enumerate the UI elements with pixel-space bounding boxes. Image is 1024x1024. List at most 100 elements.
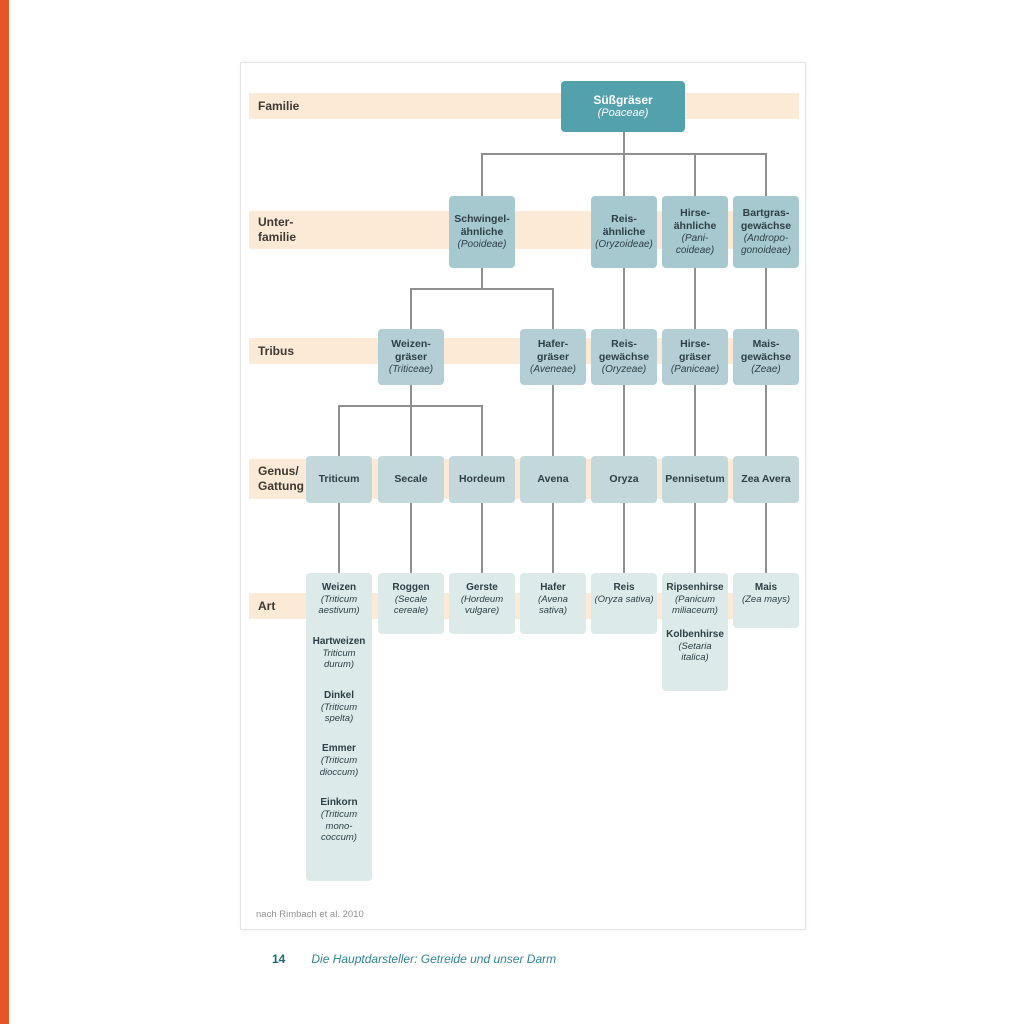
species-name: Hartweizen [312, 635, 366, 647]
connector-line [338, 405, 340, 456]
node-art-hirsen: Ripsenhirse (Panicum miliaceum) Kolbenhi… [662, 573, 728, 691]
node-tribus-paniceae: Hirse-gräser (Paniceae) [662, 329, 728, 385]
node-art-roggen: Roggen (Secale cereale) [378, 573, 444, 634]
accent-stripe [0, 0, 9, 1024]
connector-line [765, 268, 767, 329]
node-tribus-zeae: Mais-gewächse (Zeae) [733, 329, 799, 385]
node-genus-zea: Zea Avera [733, 456, 799, 503]
node-latin: (Pooideae) [457, 238, 507, 250]
species-einkorn: Einkorn (Triticum mono-coccum) [309, 797, 369, 843]
book-page: Familie Unter- familie Tribus Genus/ Gat… [240, 62, 806, 930]
node-art-mais: Mais (Zea mays) [733, 573, 799, 628]
species-reis: Reis (Oryza sativa) [594, 582, 653, 605]
species-latin: (Oryza sativa) [594, 594, 654, 605]
connector-line [338, 503, 340, 573]
species-name: Mais [754, 582, 778, 593]
node-name: Bartgras-gewächse [740, 207, 792, 232]
node-familie-suessgraeser: Süßgräser (Poaceae) [561, 81, 685, 132]
node-name: Reis-ähnliche [602, 213, 646, 238]
node-art-gerste: Gerste (Hordeum vulgare) [449, 573, 515, 634]
connector-line [765, 385, 767, 456]
species-hartweizen: Hartweizen Triticum durum) [309, 636, 369, 671]
species-latin: (Triticum aestivum) [318, 594, 360, 617]
node-name: Mais-gewächse [740, 338, 792, 363]
node-name: Pennisetum [665, 473, 725, 486]
row-label-tribus: Tribus [258, 343, 295, 358]
species-name: Gerste [466, 582, 498, 593]
connector-line [552, 385, 554, 456]
connector-line [694, 385, 696, 456]
species-name: Kolbenhirse [666, 628, 724, 640]
connector-line [552, 503, 554, 573]
node-tribus-triticeae: Weizen-gräser (Triticeae) [378, 329, 444, 385]
running-title: Die Hauptdarsteller: Getreide und unser … [311, 952, 557, 966]
species-mais: Mais (Zea mays) [742, 582, 790, 605]
species-latin: (Setaria italica) [678, 640, 712, 664]
species-name: Weizen [321, 582, 357, 593]
species-gerste: Gerste (Hordeum vulgare) [452, 582, 512, 617]
species-latin: Triticum durum) [322, 647, 356, 671]
node-art-reis: Reis (Oryza sativa) [591, 573, 657, 634]
species-kolbenhirse: Kolbenhirse (Setaria italica) [665, 629, 725, 664]
connector-line [410, 288, 412, 329]
node-name: Hordeum [458, 473, 506, 486]
node-latin: (Oryzeae) [601, 363, 647, 375]
species-name: Roggen [392, 582, 430, 593]
species-latin: (Secale cereale) [393, 594, 429, 617]
connector-line [410, 405, 412, 456]
species-name: Einkorn [320, 797, 358, 809]
species-name: Ripsenhirse [666, 582, 724, 593]
row-label-genus-line1: Genus/ [258, 464, 299, 478]
node-latin: (Paniceae) [670, 363, 720, 375]
page-footer: 14 Die Hauptdarsteller: Getreide und uns… [272, 952, 556, 966]
species-name: Hafer [540, 582, 566, 593]
band-familie: Familie [249, 93, 799, 119]
node-genus-oryza: Oryza [591, 456, 657, 503]
node-latin: (Zeae) [751, 363, 781, 375]
species-name: Dinkel [323, 689, 354, 701]
node-latin: (Triticeae) [388, 363, 434, 375]
node-unterfamilie-panicoideae: Hirse-ähnliche (Pani-coideae) [662, 196, 728, 268]
connector-line [481, 153, 483, 196]
node-tribus-oryzeae: Reis-gewächse (Oryzeae) [591, 329, 657, 385]
species-latin: (Hordeum vulgare) [460, 594, 504, 617]
node-unterfamilie-pooideae: Schwingel-ähnliche (Pooideae) [449, 196, 515, 268]
connector-line [623, 385, 625, 456]
node-genus-avena: Avena [520, 456, 586, 503]
species-ripsenhirse: Ripsenhirse (Panicum miliaceum) [665, 582, 725, 617]
species-roggen: Roggen (Secale cereale) [381, 582, 441, 617]
connector-line [410, 288, 554, 290]
node-name: Reis-gewächse [598, 338, 650, 363]
connector-line [765, 153, 767, 196]
page-number: 14 [272, 952, 286, 966]
species-latin: (Triticum spelta) [320, 701, 358, 724]
row-label-unterfamilie-line1: Unter- [258, 215, 294, 229]
species-weizen: Weizen (Triticum aestivum) [309, 582, 369, 617]
node-unterfamilie-andropogonoideae: Bartgras-gewächse (Andropo-gonoideae) [733, 196, 799, 268]
connector-line [765, 503, 767, 573]
connector-line [410, 503, 412, 573]
row-label-genus-line2: Gattung [258, 479, 304, 493]
connector-line [481, 405, 483, 456]
node-name: Süßgräser [593, 92, 653, 107]
connector-line [623, 132, 625, 153]
species-name: Reis [613, 582, 635, 593]
row-label-unterfamilie-line2: familie [258, 230, 297, 244]
connector-line [623, 268, 625, 329]
node-latin: (Pani-coideae) [675, 232, 715, 256]
row-label-unterfamilie: Unter- familie [249, 215, 296, 245]
node-name: Zea Avera [741, 473, 791, 486]
node-genus-secale: Secale [378, 456, 444, 503]
connector-line [694, 153, 696, 196]
node-art-hafer: Hafer (Avena sativa) [520, 573, 586, 634]
connector-line [481, 503, 483, 573]
row-label-genus: Genus/ Gattung [249, 464, 304, 494]
node-genus-hordeum: Hordeum [449, 456, 515, 503]
connector-line [623, 503, 625, 573]
connector-line [694, 268, 696, 329]
species-latin: (Avena sativa) [538, 594, 568, 617]
node-name: Oryza [609, 473, 639, 486]
connector-line [481, 268, 483, 288]
node-latin: (Andropo-gonoideae) [740, 232, 792, 256]
node-tribus-aveneae: Hafer-gräser (Aveneae) [520, 329, 586, 385]
